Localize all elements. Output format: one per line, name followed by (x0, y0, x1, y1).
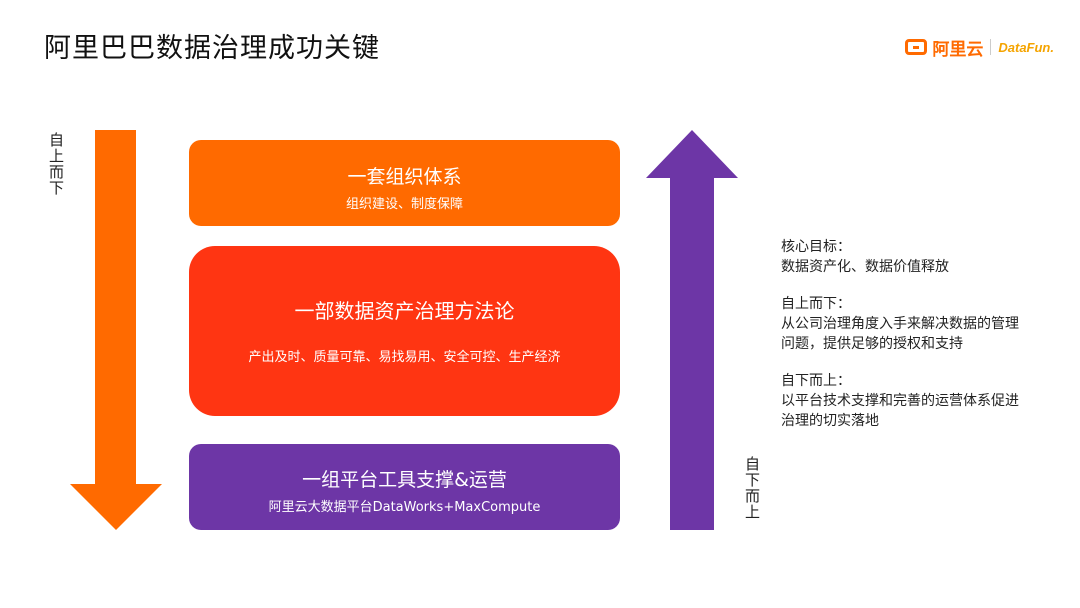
note-top-down: 自上而下： 从公司治理角度入手来解决数据的管理 问题，提供足够的授权和支持 (781, 294, 1071, 354)
note-bottom-up: 自下而上： 以平台技术支撑和完善的运营体系促进 治理的切实落地 (781, 371, 1071, 431)
layer-organization-subtitle: 组织建设、制度保障 (345, 197, 463, 212)
down-arrow-icon (70, 130, 162, 530)
datafun-logo-text: DataFun. (998, 39, 1054, 55)
layer-organization: 一套组织体系 组织建设、制度保障 (189, 140, 620, 226)
note-heading: 自下而上： (781, 373, 851, 389)
logo-group: 阿里云 DataFun. (905, 34, 1054, 60)
layer-organization-title: 一套组织体系 (347, 166, 462, 188)
layer-methodology-title: 一部数据资产治理方法论 (294, 299, 515, 323)
layer-methodology-subtitle: 产出及时、质量可靠、易找易用、安全可控、生产经济 (248, 350, 561, 365)
note-line: 从公司治理角度入手来解决数据的管理 (781, 316, 1019, 332)
note-heading: 核心目标： (781, 239, 851, 255)
note-line: 数据资产化、数据价值释放 (781, 259, 949, 275)
note-line: 治理的切实落地 (781, 413, 879, 429)
notes-panel: 核心目标： 数据资产化、数据价值释放 自上而下： 从公司治理角度入手来解决数据的… (781, 237, 1071, 448)
layer-platform-subtitle: 阿里云大数据平台DataWorks+MaxCompute (268, 500, 541, 515)
layer-platform-title: 一组平台工具支撑&运营 (302, 469, 507, 491)
alibaba-cloud-logo-icon (905, 39, 928, 55)
note-line: 以平台技术支撑和完善的运营体系促进 (781, 393, 1019, 409)
bottom-up-label: 自下而上 (743, 456, 761, 520)
note-heading: 自上而下： (781, 296, 851, 312)
layer-platform: 一组平台工具支撑&运营 阿里云大数据平台DataWorks+MaxCompute (189, 444, 620, 530)
top-down-label: 自上而下 (47, 132, 65, 196)
logo-divider (990, 39, 992, 55)
note-core-goal: 核心目标： 数据资产化、数据价值释放 (781, 237, 1071, 277)
alibaba-cloud-logo-text: 阿里云 (932, 39, 984, 60)
layer-methodology: 一部数据资产治理方法论 产出及时、质量可靠、易找易用、安全可控、生产经济 (189, 246, 620, 416)
page-title: 阿里巴巴数据治理成功关键 (44, 33, 380, 64)
up-arrow-icon (646, 130, 738, 530)
note-line: 问题，提供足够的授权和支持 (781, 336, 963, 352)
